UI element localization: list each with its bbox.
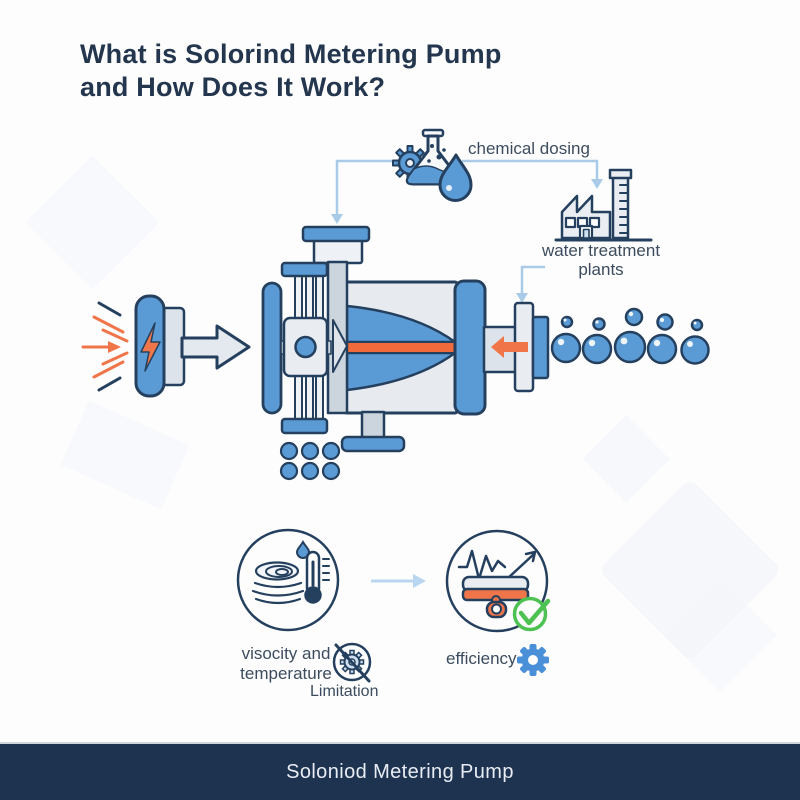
- energy-burst-icon: [81, 301, 129, 392]
- checkmark-icon: [512, 596, 551, 632]
- page-title-line1: What is Solorind Metering Pump: [80, 39, 502, 69]
- viscosity-temperature-icon: [236, 528, 340, 632]
- label-water-treatment-plants: water treatment plants: [541, 241, 661, 279]
- page-title-line2: and How Does It Work?: [80, 72, 386, 102]
- droplet-dots: [279, 441, 341, 481]
- label-limitation: Limitation: [310, 683, 379, 700]
- lightning-bolt-icon: [140, 322, 161, 372]
- label-viscosity-temperature: visocity and temperature: [240, 644, 332, 683]
- bubbles: [550, 307, 710, 365]
- footer-banner: Soloniod Metering Pump: [0, 742, 800, 800]
- limitation-icon: [332, 642, 372, 683]
- flow-arrow-right: [180, 324, 251, 370]
- connector-lines: [335, 159, 599, 294]
- gear-icon: [517, 644, 549, 676]
- page-title: What is Solorind Metering Pump and How D…: [80, 38, 502, 104]
- factory-icon: [554, 168, 653, 242]
- flow-arrow-bottom: [371, 574, 426, 588]
- efficiency-icon: [445, 529, 551, 633]
- footer-title: Soloniod Metering Pump: [286, 760, 514, 783]
- pump-illustration: [261, 225, 550, 481]
- chemical-dosing-icon: [392, 128, 473, 202]
- power-unit: [134, 294, 186, 398]
- return-arrow-left: [491, 336, 528, 358]
- connector-arrowheads: [331, 179, 603, 303]
- label-chemical-dosing: chemical dosing: [468, 139, 590, 158]
- label-efficiency: efficiency: [446, 649, 517, 668]
